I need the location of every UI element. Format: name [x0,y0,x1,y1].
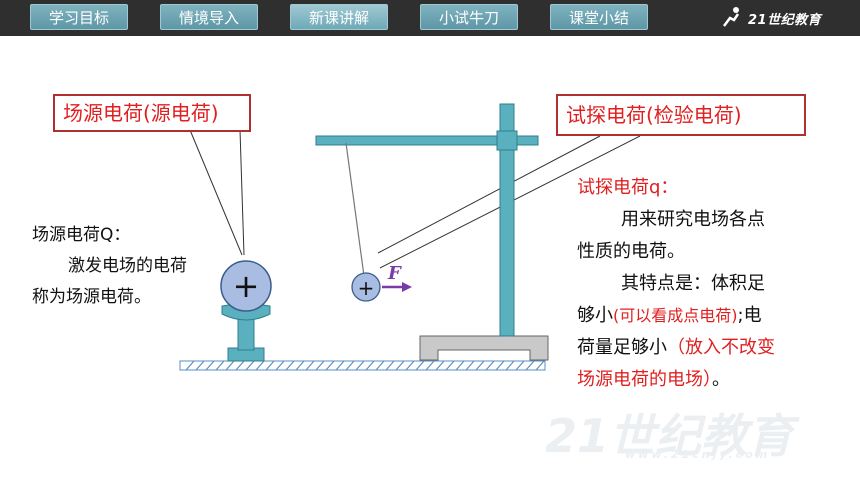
tab-summary[interactable]: 课堂小结 [550,4,648,30]
test-charge-description: 试探电荷q： 用来研究电场各点 性质的电荷。 其特点是：体积足 够小(可以看成点… [577,172,847,396]
text-no-change-note: （放入不改变 [667,337,775,358]
test-charge-line-4: 够小(可以看成点电荷);电 [577,300,847,332]
source-charge-plus-sign: + [233,267,260,305]
watermark-main: 21世纪教育 [545,409,794,463]
test-charge-callout: 试探电荷(检验电荷) [556,94,806,136]
watermark-sub: www.21cnjy.com [625,448,771,461]
source-charge-stand [221,303,271,362]
source-callout-pointer-left [189,129,243,256]
test-charge-line-2: 性质的电荷。 [577,241,685,262]
source-charge-line-2: 称为场源电荷。 [32,287,151,307]
test-callout-pointer-upper [377,135,601,254]
test-charge-line-5: 荷量足够小（放入不改变 [577,332,847,364]
source-charge-ball [220,260,272,312]
text-small-quantity: 荷量足够小 [577,337,667,358]
source-charge-callout: 场源电荷(源电荷) [53,94,251,132]
force-arrow-head [402,282,412,292]
top-navigation-bar: 学习目标 情境导入 新课讲解 小试牛刀 课堂小结 21世纪教育 [0,0,860,36]
suspension-thread [345,142,365,277]
text-source-field-note: 场源电荷的电场） [577,369,712,390]
tab-new-lesson[interactable]: 新课讲解 [290,4,388,30]
text-period: 。 [712,369,730,390]
test-charge-plus-sign: + [358,276,375,300]
force-label: F [387,263,402,284]
text-small-enough: 够小 [577,305,613,326]
text-point-charge-note: (可以看成点电荷) [613,306,738,325]
logo-text: 21世纪教育 [748,13,822,28]
source-charge-description: 场源电荷Q： 激发电场的电荷 称为场源电荷。 [32,220,242,313]
watermark: 21世纪教育 www.21cnjy.com [545,400,845,470]
tab-practice[interactable]: 小试牛刀 [420,4,518,30]
test-charge-title: 试探电荷q： [577,177,679,198]
iron-stand [315,103,549,361]
text-charge-prefix: ;电 [737,305,762,326]
source-charge-title: 场源电荷Q： [32,225,131,245]
ground-hatch [179,360,546,371]
source-charge-line-1: 激发电场的电荷 [68,256,187,276]
test-charge-line-3: 其特点是：体积足 [621,273,765,294]
test-charge-line-6: 场源电荷的电场）。 [577,364,847,396]
brand-logo: 21世纪教育 [720,4,850,30]
source-callout-pointer-right [239,129,245,256]
tab-learning-goals[interactable]: 学习目标 [30,4,128,30]
test-charge-line-1: 用来研究电场各点 [621,209,765,230]
tab-scenario-intro[interactable]: 情境导入 [160,4,258,30]
runner-icon [723,7,740,27]
test-charge-ball [351,272,381,302]
